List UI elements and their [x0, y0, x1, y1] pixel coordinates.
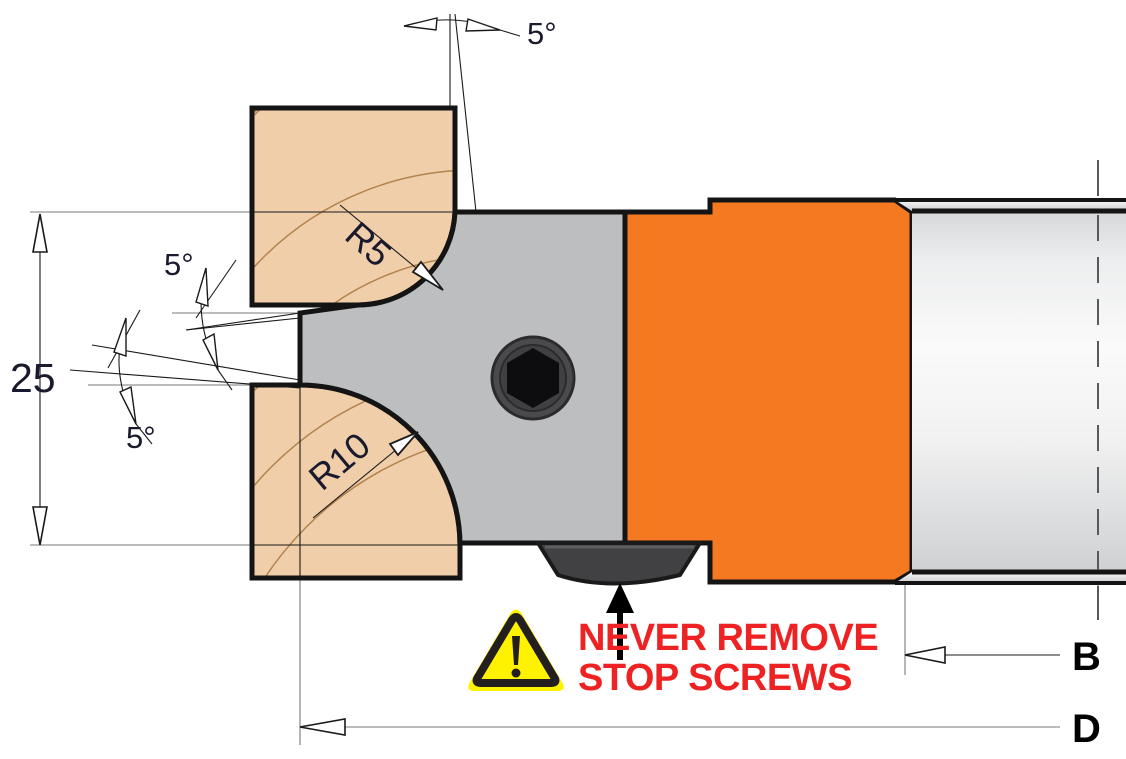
warning-line-1: NEVER REMOVE: [578, 617, 878, 659]
stop-screw: [536, 541, 702, 586]
warning-triangle-icon: [468, 609, 564, 691]
angle-bottom-5deg: [69, 309, 301, 445]
radius-r5-leader: [339, 204, 444, 291]
wood-grain-top: [252, 108, 455, 306]
cutter-knife-body: [297, 209, 628, 546]
angle-bottom-label: 5°: [126, 420, 156, 455]
dimension-b: [904, 646, 1060, 664]
dimension-b-label: B: [1072, 635, 1101, 679]
radius-r10-leader: [312, 431, 419, 519]
angle-top-5deg: [403, 13, 521, 213]
angle-top-label: 5°: [527, 16, 557, 51]
warning-line-2: STOP SCREWS: [578, 657, 852, 699]
dimension-25-label: 25: [10, 355, 56, 401]
shaft-bore: [895, 160, 1126, 620]
stop-screw-pointer-arrow: [606, 583, 634, 660]
wood-grain-bottom: [252, 385, 460, 578]
angle-middle-5deg: [185, 259, 301, 391]
dimension-d: [299, 718, 1060, 736]
angle-middle-label: 5°: [164, 247, 194, 282]
orange-cutter-body: [622, 197, 915, 585]
dimension-d-label: D: [1072, 707, 1101, 751]
hex-socket-screw: [490, 335, 576, 421]
dimension-height-25: [32, 213, 48, 546]
